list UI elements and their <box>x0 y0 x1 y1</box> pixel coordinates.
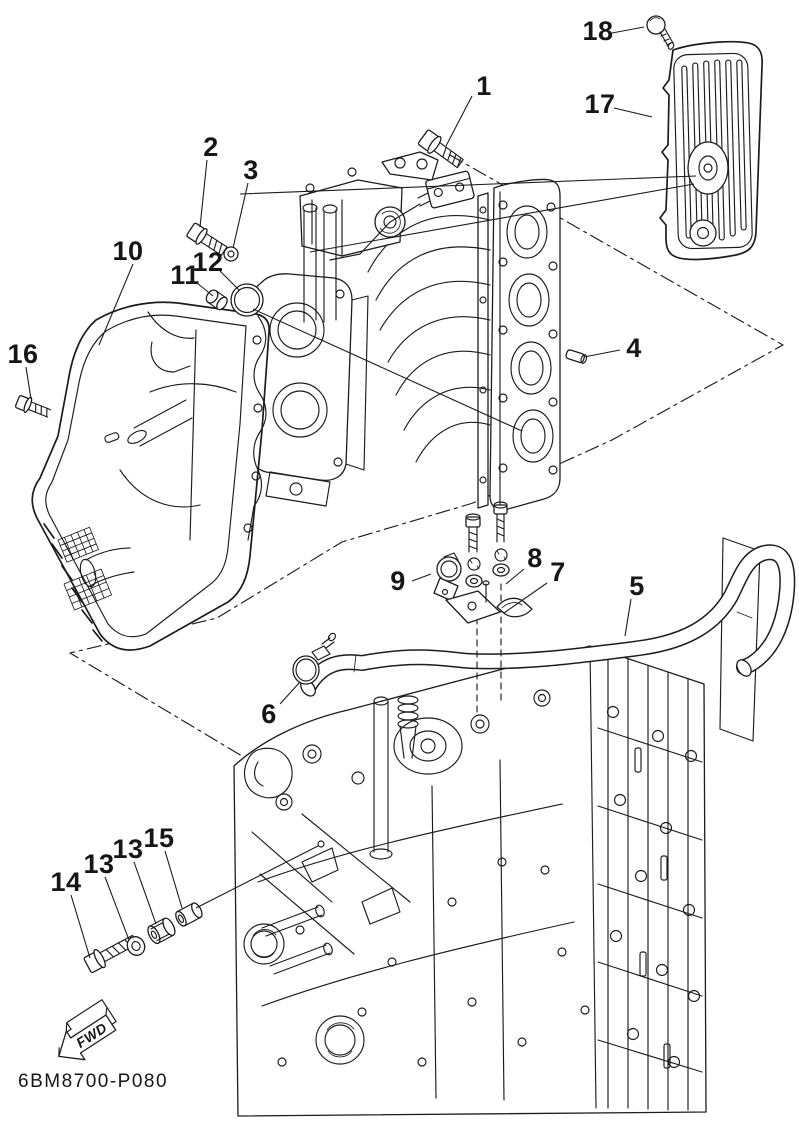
pin-part4 <box>565 349 588 364</box>
callout-13: 13 <box>83 849 114 879</box>
callout-12: 12 <box>192 247 223 277</box>
leader-line-5 <box>624 598 632 637</box>
bolt-part1 <box>417 129 464 169</box>
drawing-code: 6BM8700-P080 <box>18 1071 168 1092</box>
callout-1: 1 <box>476 71 492 101</box>
callout-13: 13 <box>112 834 143 864</box>
callout-9: 9 <box>390 566 406 596</box>
callout-6: 6 <box>261 699 277 729</box>
leader-line-12 <box>219 270 240 291</box>
screw-part18 <box>646 15 675 50</box>
leader-line-1 <box>445 95 473 147</box>
bolt-part2 <box>186 222 228 256</box>
section-plane-lines <box>69 154 784 775</box>
leader-line-18 <box>611 26 645 34</box>
hose-clamp-part6 <box>292 632 337 685</box>
leader-line-13 <box>104 876 130 941</box>
fwd-arrow: FWD <box>58 999 117 1061</box>
callout-11: 11 <box>170 260 200 290</box>
leader-line-16 <box>25 366 32 400</box>
bolt-part16 <box>14 395 52 418</box>
callout-18: 18 <box>582 16 613 46</box>
leader-line-11 <box>196 282 214 297</box>
breather-hose-part5 <box>300 544 796 697</box>
leader-line-9 <box>411 573 432 582</box>
leader-line-2 <box>199 159 208 228</box>
hose-backing-panel <box>719 537 761 742</box>
callout-8: 8 <box>527 543 543 573</box>
bracket-stay <box>445 580 501 624</box>
projection-lines <box>195 175 697 909</box>
wire-clip-part9 <box>433 552 464 614</box>
callout-17: 17 <box>584 89 615 119</box>
washer-part13a <box>126 936 146 956</box>
callout-4: 4 <box>626 333 642 363</box>
leader-line-4 <box>583 349 621 358</box>
leader-line-15 <box>164 850 183 909</box>
intake-manifold-assembly <box>245 151 561 511</box>
leader-line-17 <box>613 107 653 118</box>
callout-16: 16 <box>7 339 38 369</box>
hose-clamp-bracket-part7 <box>496 597 533 618</box>
leader-line-8 <box>505 568 525 585</box>
leader-line-6 <box>279 681 301 705</box>
callout-3: 3 <box>243 155 259 185</box>
leader-line-13 <box>133 861 157 925</box>
silencer-cover-part17 <box>659 40 764 261</box>
leader-line-3 <box>232 182 249 249</box>
bolt-washer-stack-part8 <box>465 501 510 715</box>
leader-line-14 <box>70 894 91 959</box>
callout-7: 7 <box>550 557 566 587</box>
leader-line-10 <box>98 263 134 346</box>
callout-5: 5 <box>629 571 645 601</box>
callout-2: 2 <box>203 132 219 162</box>
bolt-part14 <box>83 934 138 974</box>
grommet-part13b <box>147 917 176 945</box>
callout-14: 14 <box>50 867 81 897</box>
cylinder-block <box>233 645 707 1117</box>
callout-15: 15 <box>143 823 174 853</box>
callout-10: 10 <box>112 236 143 266</box>
intake-silencer-case-part10 <box>31 301 270 651</box>
washer-part3 <box>223 246 239 262</box>
collar-part15 <box>175 902 203 927</box>
leader-line-7 <box>503 582 548 614</box>
o-ring-part12 <box>230 283 264 317</box>
